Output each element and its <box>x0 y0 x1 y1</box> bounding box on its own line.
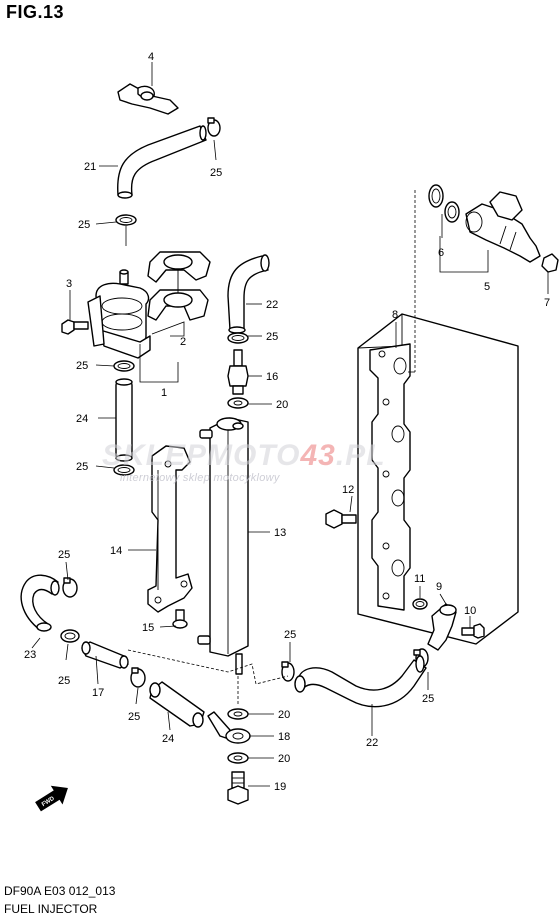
part-20-washer-middle[interactable] <box>227 708 249 720</box>
part-7-cap[interactable] <box>541 253 559 273</box>
callout-13: 13 <box>274 527 286 539</box>
callout-21: 21 <box>84 161 96 173</box>
callout-25: 25 <box>284 629 296 641</box>
part-10-screw[interactable] <box>461 623 485 639</box>
part-4-clip[interactable] <box>117 83 179 115</box>
hose-clamp-25-center-lower[interactable] <box>281 661 295 682</box>
hose-clamp-25-left-upper[interactable] <box>115 214 137 226</box>
callout-1: 1 <box>161 387 167 399</box>
callout-5: 5 <box>484 281 490 293</box>
watermark-tagline: internetowy sklep motocyklowy <box>120 472 280 484</box>
callout-25: 25 <box>422 693 434 705</box>
callout-2: 2 <box>180 336 186 348</box>
callout-25: 25 <box>128 711 140 723</box>
callout-22: 22 <box>366 737 378 749</box>
fwd-arrow-icon: FWD <box>35 785 68 812</box>
callout-12: 12 <box>342 484 354 496</box>
hose-clamp-25-far-left-upper[interactable] <box>62 577 78 598</box>
part-21-hose[interactable] <box>117 125 207 199</box>
part-19-bolt[interactable] <box>227 771 249 805</box>
callout-24: 24 <box>76 413 88 425</box>
part-5-injector[interactable] <box>465 191 541 263</box>
assembly-lines <box>127 190 416 706</box>
callout-14: 14 <box>110 545 122 557</box>
callout-16: 16 <box>266 371 278 383</box>
callout-3: 3 <box>66 278 72 290</box>
hose-clamp-25-far-left-lower[interactable] <box>60 629 80 643</box>
callout-22: 22 <box>266 299 278 311</box>
part-6-o-rings[interactable] <box>428 184 460 223</box>
callout-17: 17 <box>92 687 104 699</box>
part-22-hose-upper[interactable] <box>227 254 270 334</box>
callout-18: 18 <box>278 731 290 743</box>
callout-25: 25 <box>266 331 278 343</box>
part-1-vapor-separator[interactable] <box>87 269 151 359</box>
part-3-bolt[interactable] <box>61 319 89 335</box>
callout-numbers: 4 21 25 25 3 2 1 25 24 25 22 25 16 20 13… <box>24 51 550 793</box>
callout-25: 25 <box>210 167 222 179</box>
part-14-bracket[interactable] <box>147 445 193 613</box>
callout-25: 25 <box>76 461 88 473</box>
callout-9: 9 <box>436 581 442 593</box>
callout-25: 25 <box>78 219 90 231</box>
callout-8: 8 <box>392 309 398 321</box>
part-9-elbow[interactable] <box>427 603 457 651</box>
watermark-logo: SKLEPMOTO43.PL <box>102 439 386 472</box>
hose-clamp-25-upper[interactable] <box>207 117 221 137</box>
part-11-o-ring[interactable] <box>412 598 428 610</box>
part-23-hose[interactable] <box>20 574 60 632</box>
part-16-union[interactable] <box>227 349 249 395</box>
part-18-banjo[interactable] <box>207 711 251 744</box>
part-2-bracket[interactable] <box>147 251 211 321</box>
callout-20: 20 <box>278 753 290 765</box>
callout-19: 19 <box>274 781 286 793</box>
part-22-hose-lower[interactable] <box>294 655 427 708</box>
callout-15: 15 <box>142 622 154 634</box>
part-24-hose-lower[interactable] <box>149 681 205 728</box>
hose-clamp-25-center-upper[interactable] <box>227 332 249 344</box>
callout-25: 25 <box>58 549 70 561</box>
figure-code: DF90A E03 012_013 <box>4 884 116 898</box>
part-12-bolt[interactable] <box>325 509 357 529</box>
part-17-pipe[interactable] <box>81 641 129 669</box>
part-20-washer-upper[interactable] <box>227 397 249 409</box>
callout-6: 6 <box>438 247 444 259</box>
part-20-washer-lower[interactable] <box>227 752 249 764</box>
callout-25: 25 <box>76 360 88 372</box>
callout-20: 20 <box>278 709 290 721</box>
leader-lines <box>31 62 549 787</box>
callout-24: 24 <box>162 733 174 745</box>
callout-7: 7 <box>544 297 550 309</box>
hose-clamp-25-bottom-left[interactable] <box>130 667 146 688</box>
callout-23: 23 <box>24 649 36 661</box>
part-24-hose-upper[interactable] <box>115 378 133 462</box>
callout-10: 10 <box>464 605 476 617</box>
figure-name: FUEL INJECTOR <box>4 902 98 916</box>
hose-clamp-25-left-mid[interactable] <box>113 360 135 372</box>
callout-11: 11 <box>414 573 425 585</box>
part-8-manifold[interactable] <box>357 313 519 645</box>
callout-4: 4 <box>148 51 154 63</box>
part-13-fuel-rail[interactable] <box>197 417 249 675</box>
part-15-screw[interactable] <box>172 609 188 629</box>
callout-25: 25 <box>58 675 70 687</box>
callout-20: 20 <box>276 399 288 411</box>
figure-title: FIG.13 <box>6 2 65 22</box>
hose-clamp-25-left-lower[interactable] <box>113 464 135 476</box>
